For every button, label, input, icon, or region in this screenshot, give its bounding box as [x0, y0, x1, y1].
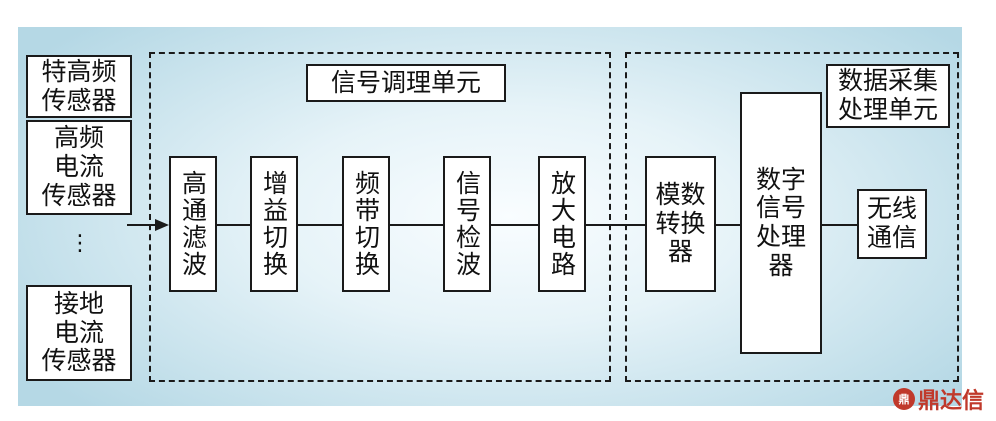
sensor-ellipsis: ⋮	[69, 231, 91, 256]
amplifier-block: 放大电路	[538, 156, 586, 292]
adc-block: 模数 转换 器	[645, 156, 716, 292]
highpass-filter-block: 高通滤波	[169, 156, 217, 292]
dsp-block: 数字 信号 处理 器	[740, 92, 822, 354]
signal-chain-line	[169, 224, 859, 226]
input-arrow-head	[155, 219, 169, 231]
signal-conditioning-title: 信号调理单元	[306, 64, 506, 102]
band-switch-block: 频带切换	[342, 156, 390, 292]
brand-logo-text: 鼎达信	[917, 389, 984, 414]
daq-processing-region	[625, 52, 959, 382]
brand-logo: 鼎 鼎达信	[892, 383, 984, 415]
sensor-uhf-box: 特高频 传感器	[26, 55, 132, 118]
input-arrow-line	[127, 224, 157, 226]
signal-detection-block: 信号检波	[443, 156, 491, 292]
signal-conditioning-region	[149, 52, 611, 382]
brand-logo-icon: 鼎	[892, 388, 915, 410]
wireless-comm-block: 无线 通信	[857, 189, 927, 259]
sensor-hfct-box: 高频 电流 传感器	[26, 120, 132, 215]
daq-processing-title: 数据采集 处理单元	[826, 64, 950, 128]
sensor-ground-box: 接地 电流 传感器	[26, 285, 132, 381]
gain-switch-block: 增益切换	[250, 156, 298, 292]
